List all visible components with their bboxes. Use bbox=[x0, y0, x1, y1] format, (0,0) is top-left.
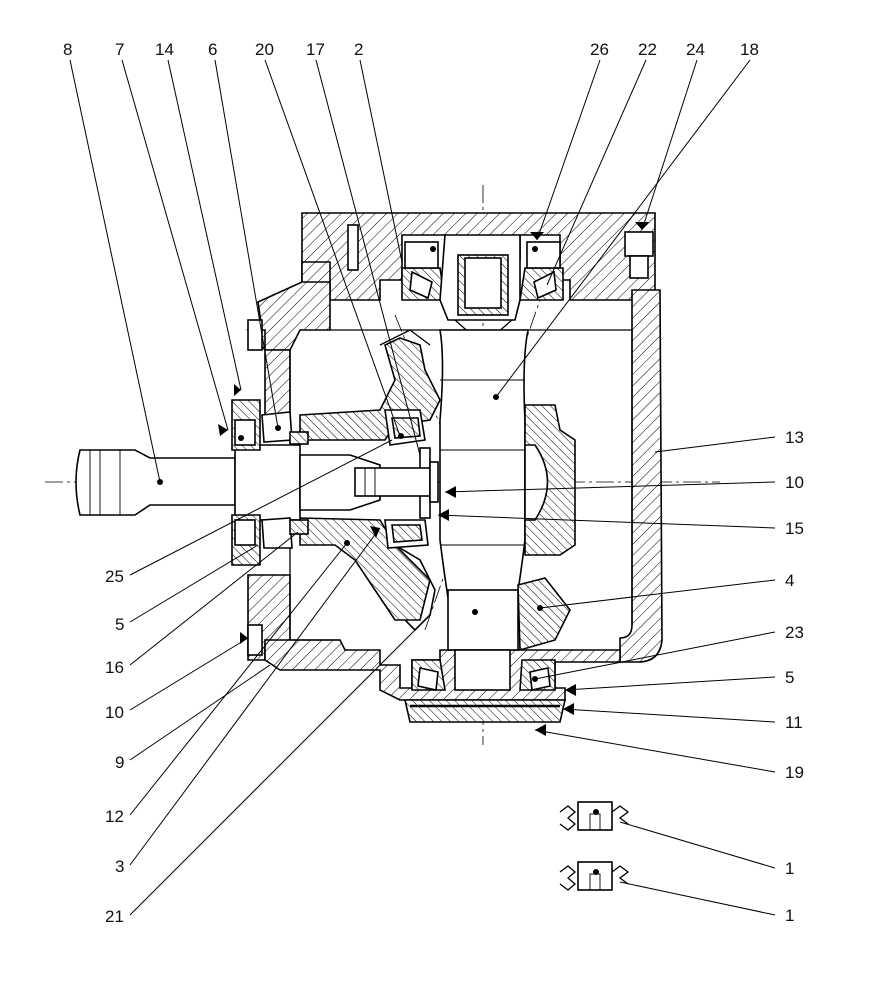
label-14: 14 bbox=[155, 40, 174, 59]
label-22: 22 bbox=[638, 40, 657, 59]
label-25: 25 bbox=[105, 567, 124, 586]
flange-bolts bbox=[247, 224, 654, 656]
label-26: 26 bbox=[590, 40, 609, 59]
label-2: 2 bbox=[354, 40, 363, 59]
label-15: 15 bbox=[785, 519, 804, 538]
label-21: 21 bbox=[105, 907, 124, 926]
label-16: 16 bbox=[105, 658, 124, 677]
vertical-shaft bbox=[439, 234, 529, 691]
label-1-b: 1 bbox=[785, 906, 794, 925]
lower-bearing bbox=[411, 659, 556, 691]
input-bearing-seal bbox=[231, 399, 309, 566]
leader-lines bbox=[69, 59, 776, 916]
label-1-a: 1 bbox=[785, 859, 794, 878]
label-17: 17 bbox=[306, 40, 325, 59]
label-5-left: 5 bbox=[115, 615, 124, 634]
side-gear-hub bbox=[524, 404, 576, 556]
label-7: 7 bbox=[115, 40, 124, 59]
label-5-right: 5 bbox=[785, 668, 794, 687]
label-4: 4 bbox=[785, 571, 794, 590]
label-20: 20 bbox=[255, 40, 274, 59]
label-23: 23 bbox=[785, 623, 804, 642]
detail-inset-2 bbox=[559, 861, 630, 891]
arrowheads bbox=[218, 222, 649, 736]
label-8: 8 bbox=[63, 40, 72, 59]
label-12: 12 bbox=[105, 807, 124, 826]
label-19: 19 bbox=[785, 763, 804, 782]
label-3: 3 bbox=[115, 857, 124, 876]
lower-bevel-gear bbox=[517, 577, 571, 652]
label-11: 11 bbox=[785, 713, 803, 732]
label-9: 9 bbox=[115, 753, 124, 772]
label-6: 6 bbox=[208, 40, 217, 59]
label-24: 24 bbox=[686, 40, 705, 59]
label-10-right: 10 bbox=[785, 473, 804, 492]
label-13: 13 bbox=[785, 428, 804, 447]
input-shaft bbox=[75, 444, 439, 521]
detail-inset-1 bbox=[559, 801, 630, 831]
label-10-left: 10 bbox=[105, 703, 124, 722]
callout-labels: 8 7 14 6 20 17 2 26 22 24 18 13 10 15 4 … bbox=[63, 40, 804, 926]
label-18: 18 bbox=[740, 40, 759, 59]
